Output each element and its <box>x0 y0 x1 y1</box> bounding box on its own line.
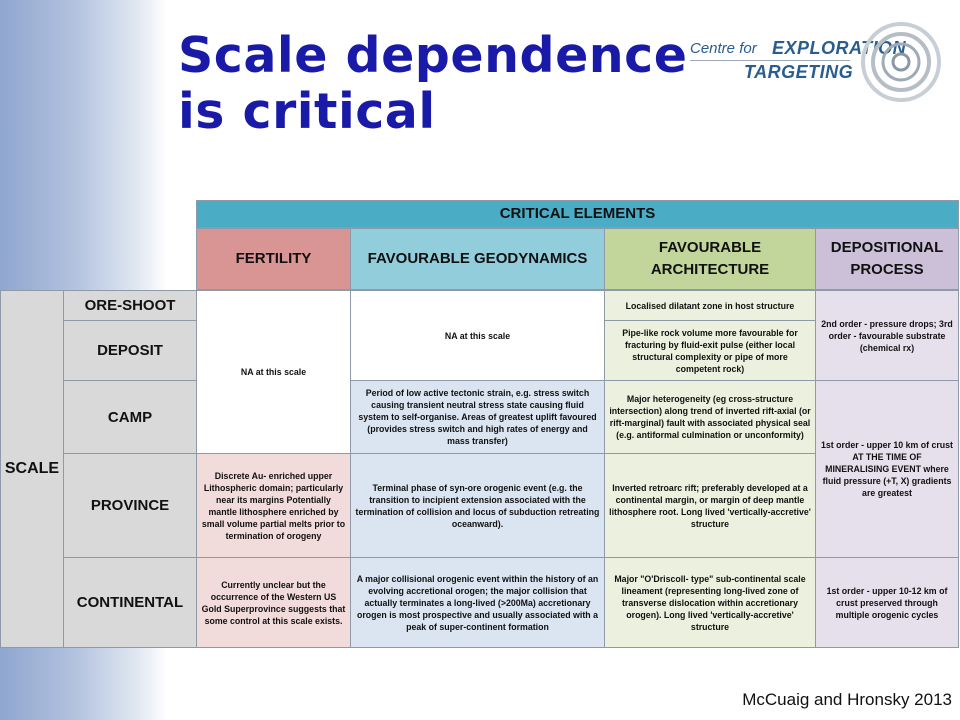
row-label-province: PROVINCE <box>63 453 197 558</box>
logo-divider <box>690 60 850 61</box>
cell-depositional-camp-province: 1st order - upper 10 km of crust AT THE … <box>815 380 959 558</box>
cell-architecture-ore-shoot: Localised dilatant zone in host structur… <box>604 290 816 321</box>
slide-title: Scale dependence is critical <box>178 28 687 140</box>
column-header-fertility: FERTILITY <box>196 228 351 290</box>
cet-logo: Centre for EXPLORATION TARGETING <box>690 22 960 112</box>
title-line-1: Scale dependence <box>178 27 688 84</box>
cell-geodynamics-local: NA at this scale <box>350 290 605 381</box>
cell-architecture-camp: Major heterogeneity (eg cross-structure … <box>604 380 816 454</box>
logo-text-small: Centre for <box>690 40 757 57</box>
cell-fertility-continental: Currently unclear but the occurrence of … <box>196 557 351 648</box>
cell-architecture-continental: Major "O'Driscoll- type" sub-continental… <box>604 557 816 648</box>
cell-architecture-province: Inverted retroarc rift; preferably devel… <box>604 453 816 558</box>
logo-text-exploration: EXPLORATION <box>772 38 907 58</box>
target-rings-icon <box>861 22 941 102</box>
critical-elements-header: CRITICAL ELEMENTS <box>196 200 959 228</box>
title-line-2: is critical <box>178 83 436 140</box>
row-label-camp: CAMP <box>63 380 197 454</box>
cell-depositional-continental: 1st order - upper 10-12 km of crust pres… <box>815 557 959 648</box>
cell-depositional-local: 2nd order - pressure drops; 3rd order - … <box>815 290 959 381</box>
column-header-geodynamics: FAVOURABLE GEODYNAMICS <box>350 228 605 290</box>
logo-text-targeting: TARGETING <box>744 62 854 82</box>
scale-label: SCALE <box>0 290 64 648</box>
cell-architecture-deposit: Pipe-like rock volume more favourable fo… <box>604 320 816 381</box>
cell-geodynamics-camp: Period of low active tectonic strain, e.… <box>350 380 605 454</box>
column-header-architecture: FAVOURABLE ARCHITECTURE <box>604 228 816 290</box>
critical-elements-table: CRITICAL ELEMENTS FERTILITY FAVOURABLE G… <box>0 200 960 648</box>
column-header-depositional: DEPOSITIONAL PROCESS <box>815 228 959 290</box>
cell-fertility-province: Discrete Au- enriched upper Lithospheric… <box>196 453 351 558</box>
row-label-ore-shoot: ORE-SHOOT <box>63 290 197 321</box>
cell-geodynamics-continental: A major collisional orogenic event withi… <box>350 557 605 648</box>
cell-geodynamics-province: Terminal phase of syn-ore orogenic event… <box>350 453 605 558</box>
row-label-deposit: DEPOSIT <box>63 320 197 381</box>
cell-fertility-local: NA at this scale <box>196 290 351 454</box>
citation-credit: McCuaig and Hronsky 2013 <box>742 690 952 709</box>
row-label-continental: CONTINENTAL <box>63 557 197 648</box>
